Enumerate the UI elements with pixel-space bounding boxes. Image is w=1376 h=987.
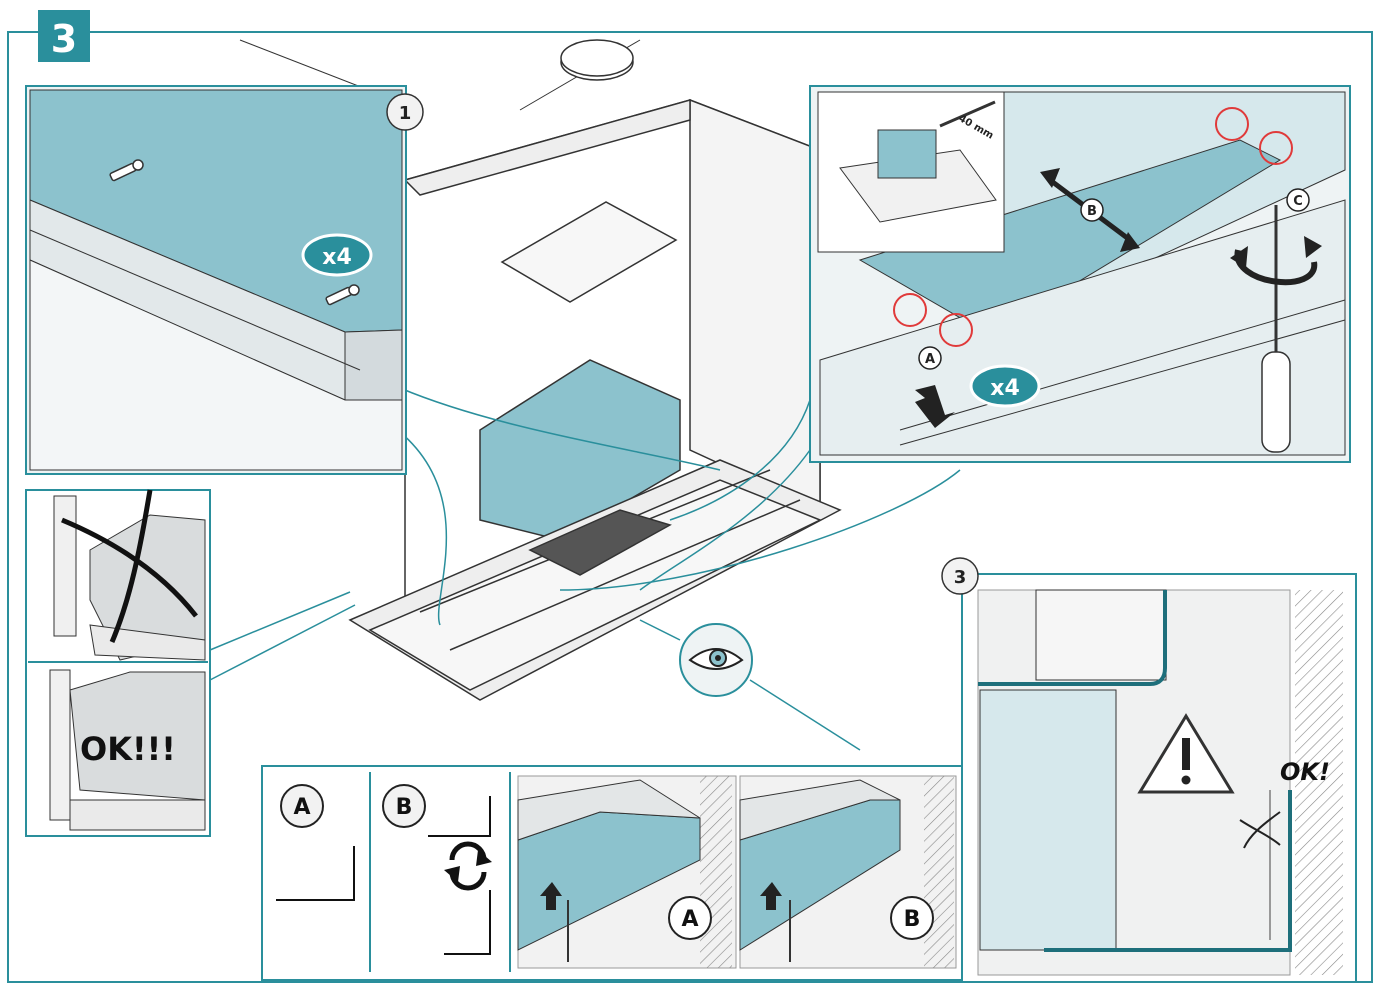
warning-circles (893, 107, 1293, 347)
warning-icon (1137, 713, 1235, 794)
svg-text:1: 1 (399, 103, 412, 124)
callout-lines (209, 387, 961, 751)
hood-illustration (239, 39, 842, 701)
ok-label: OK! (1280, 758, 1330, 786)
down-arrow (915, 385, 955, 428)
cross-mark-icon (1239, 811, 1281, 849)
svg-text:x4: x4 (990, 376, 1020, 401)
detail-a: A (517, 775, 737, 969)
svg-text:3: 3 (954, 567, 967, 588)
label-c: C (1286, 188, 1310, 212)
outer-frame (7, 31, 1373, 983)
svg-text:B: B (904, 907, 921, 932)
qty-badge: x4 (969, 364, 1041, 408)
bottom-strip: A B A (261, 765, 963, 981)
option-a: A (276, 784, 355, 901)
step-number: 3 (51, 17, 77, 61)
qty-badge: x4 (301, 233, 373, 277)
svg-text:x4: x4 (322, 245, 352, 270)
panel-number-badge: 3 (941, 557, 979, 595)
svg-text:A: A (681, 907, 698, 932)
eye-icon (679, 623, 753, 697)
svg-text:B: B (396, 795, 413, 820)
cross-mark-icon (61, 489, 198, 643)
svg-text:C: C (1293, 194, 1303, 209)
label-b: B (1080, 198, 1104, 222)
svg-text:A: A (293, 795, 310, 820)
svg-text:A: A (925, 352, 935, 367)
screw-icon (109, 159, 144, 182)
option-b: B (382, 784, 492, 955)
check-panel: OK!!! (25, 489, 211, 837)
detail-b: B (739, 775, 957, 969)
ok-label: OK!!! (80, 730, 176, 768)
inset-diagram: 40 mm (817, 91, 1005, 253)
step-badge: 3 (38, 10, 90, 62)
screwdriver-icon (1230, 205, 1322, 453)
panel-number-badge: 1 (386, 93, 424, 131)
panel-3: OK! 3 (941, 557, 1357, 983)
rotate-arrows-icon (444, 841, 492, 891)
panel-1: x4 1 (25, 85, 424, 475)
screw-icon (325, 284, 360, 306)
panel-2: 40 mm B C A (809, 85, 1351, 463)
label-a: A (918, 346, 942, 370)
svg-text:B: B (1087, 204, 1097, 219)
